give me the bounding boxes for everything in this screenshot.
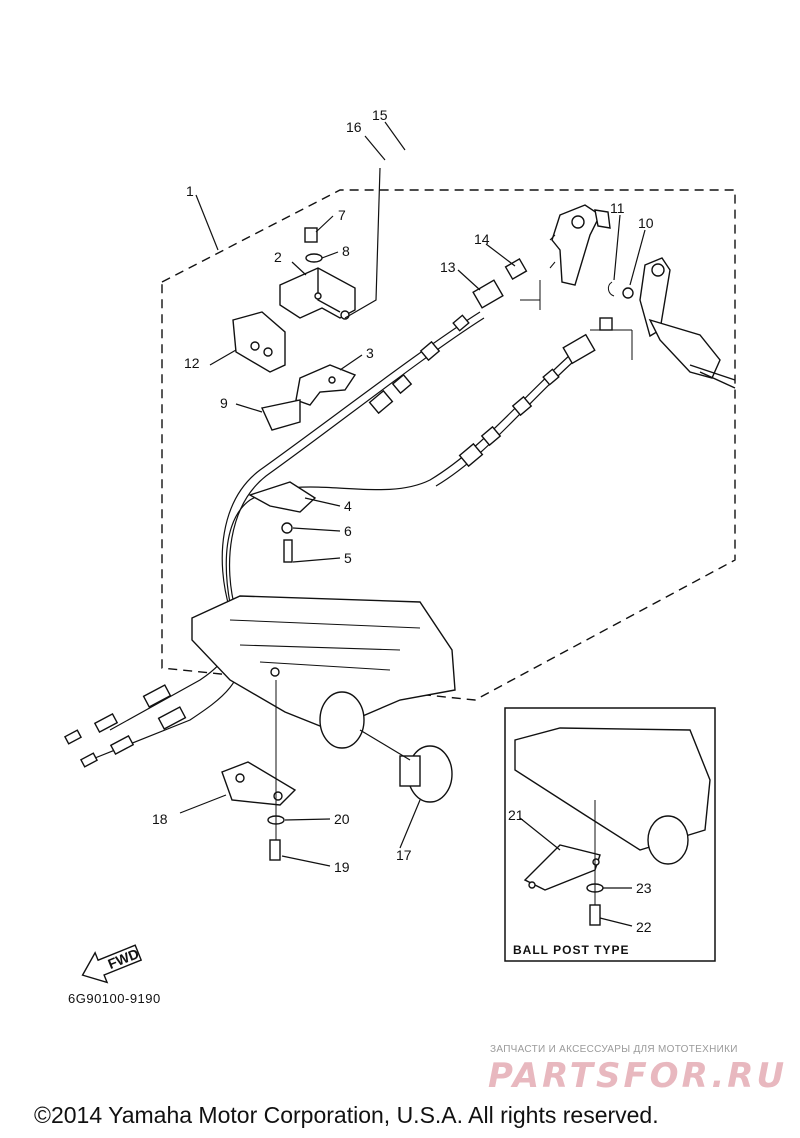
callout-12: 12 — [184, 355, 200, 371]
callout-18: 18 — [152, 811, 168, 827]
cable-bracket — [232, 227, 356, 373]
callout-20: 20 — [334, 811, 350, 827]
callout-23: 23 — [636, 880, 652, 896]
inset-caption: BALL POST TYPE — [513, 943, 630, 957]
callout-6: 6 — [344, 523, 352, 539]
fwd-arrow-icon: FWD — [81, 944, 143, 984]
callout-10: 10 — [638, 215, 654, 231]
knob — [399, 745, 453, 803]
callout-17: 17 — [396, 847, 412, 863]
callout-labels: 1 2 3 4 5 6 7 8 9 10 11 12 13 14 15 16 1… — [152, 107, 654, 935]
callout-13: 13 — [440, 259, 456, 275]
callout-22: 22 — [636, 919, 652, 935]
callout-21: 21 — [508, 807, 524, 823]
holder-plates — [248, 364, 357, 563]
assembly-outline — [161, 189, 736, 701]
callout-5: 5 — [344, 550, 352, 566]
callout-11: 11 — [610, 200, 625, 216]
remote-control-box — [191, 595, 456, 749]
copyright-notice: ©2014 Yamaha Motor Corporation, U.S.A. A… — [34, 1102, 659, 1128]
drawing-code: 6G90100-9190 — [68, 991, 161, 1006]
callout-19: 19 — [334, 859, 350, 875]
inset-remote-box — [514, 727, 711, 926]
callout-1: 1 — [186, 183, 194, 199]
callout-4: 4 — [344, 498, 352, 514]
shift-linkage — [520, 204, 736, 389]
leader-lines — [179, 121, 646, 927]
callout-9: 9 — [220, 395, 228, 411]
cable-joints — [472, 257, 596, 365]
callout-8: 8 — [342, 243, 350, 259]
watermark-caption: ЗАПЧАСТИ И АКСЕССУАРЫ ДЛЯ МОТОТЕХНИКИ — [490, 1044, 738, 1055]
callout-14: 14 — [474, 231, 490, 247]
watermark-logo: PARTSFOR.RU — [488, 1056, 788, 1096]
callout-3: 3 — [366, 345, 374, 361]
callout-7: 7 — [338, 207, 346, 223]
cable-mid-fittings — [368, 314, 560, 468]
callout-15: 15 — [372, 107, 388, 123]
mounting-plate — [221, 680, 297, 861]
callout-2: 2 — [274, 249, 282, 265]
callout-16: 16 — [346, 119, 362, 135]
cable-end-fittings — [63, 684, 187, 768]
